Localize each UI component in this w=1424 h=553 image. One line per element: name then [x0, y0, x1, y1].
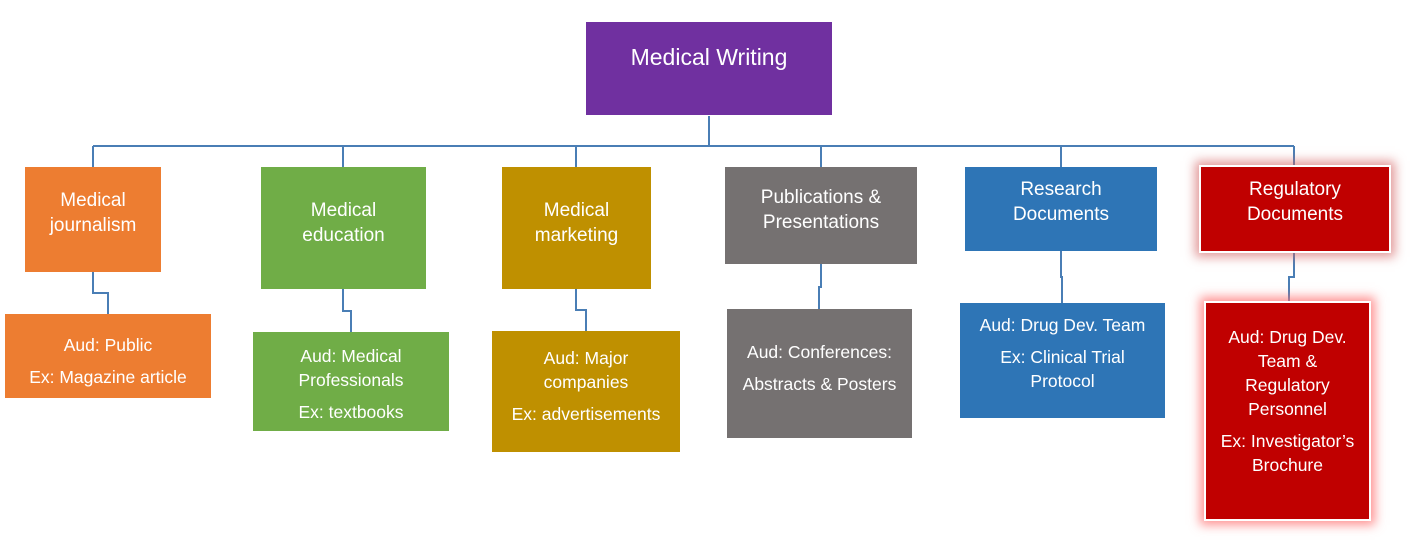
category-title-line: marketing — [534, 225, 619, 246]
connector-education-to-detail — [342, 289, 352, 332]
detail-line: companies — [543, 372, 629, 392]
category-title-line: Medical — [310, 200, 377, 221]
root-title: Medical Writing — [630, 44, 788, 70]
detail-line: Team & — [1257, 351, 1318, 371]
detail-line: Ex: Investigator’s — [1220, 431, 1355, 451]
category-title-line: Research — [1020, 179, 1102, 200]
category-node-publications: Publications & Presentations — [725, 167, 917, 264]
connector-publications-to-detail — [818, 264, 822, 309]
example-text: Ex: advertisements — [512, 402, 661, 426]
audience-text: Aud: Public — [64, 333, 153, 357]
detail-line: Personnel — [1248, 399, 1327, 419]
detail-line: Aud: Drug Dev. Team — [979, 315, 1146, 335]
detail-line: Aud: Medical — [300, 346, 402, 366]
connector-research-to-detail — [1060, 251, 1063, 303]
example-text: Abstracts & Posters — [743, 372, 897, 396]
detail-line: Aud: Major — [543, 348, 629, 368]
detail-line: Ex: Clinical Trial — [1000, 347, 1125, 367]
detail-line: Ex: textbooks — [298, 402, 404, 422]
connector-regulatory-to-detail — [1288, 251, 1295, 303]
detail-line: Aud: Public — [63, 335, 153, 355]
category-title-line: journalism — [49, 215, 137, 236]
category-node-marketing: Medical marketing — [502, 167, 651, 289]
audience-text: Aud: Major companies — [544, 346, 629, 394]
example-text: Ex: textbooks — [298, 400, 403, 424]
category-title-line: Medical — [543, 200, 610, 221]
detail-node-publications: Aud: Conferences: Abstracts & Posters — [727, 309, 912, 438]
detail-line: Professionals — [298, 370, 404, 390]
detail-line: Abstracts & Posters — [742, 374, 897, 394]
detail-line: Ex: Magazine article — [29, 367, 187, 387]
category-title-line: Presentations — [762, 212, 880, 233]
category-title-line: Medical — [60, 190, 126, 211]
detail-line: Brochure — [1251, 455, 1323, 475]
detail-line: Aud: Drug Dev. — [1228, 327, 1347, 347]
detail-line: Aud: Conferences: — [747, 342, 892, 362]
example-text: Ex: Magazine article — [29, 365, 187, 389]
category-node-journalism: Medical journalism — [25, 167, 161, 272]
category-title-line: education — [302, 225, 385, 246]
audience-text: Aud: Conferences: — [747, 340, 892, 364]
root-node-medical-writing: Medical Writing — [586, 22, 832, 115]
audience-text: Aud: Drug Dev. Team — [980, 313, 1146, 337]
detail-line: Ex: advertisements — [511, 404, 661, 424]
category-title-line: Publications & — [760, 187, 882, 208]
detail-line: Protocol — [1030, 371, 1095, 391]
category-title-line: Documents — [1246, 204, 1344, 225]
connector-marketing-to-detail — [575, 289, 587, 331]
category-node-education: Medical education — [261, 167, 426, 289]
category-title-line: Documents — [1012, 204, 1110, 225]
connector-journalism-to-detail — [92, 272, 109, 314]
category-title-line: Regulatory — [1249, 179, 1341, 200]
detail-line: Regulatory — [1245, 375, 1330, 395]
